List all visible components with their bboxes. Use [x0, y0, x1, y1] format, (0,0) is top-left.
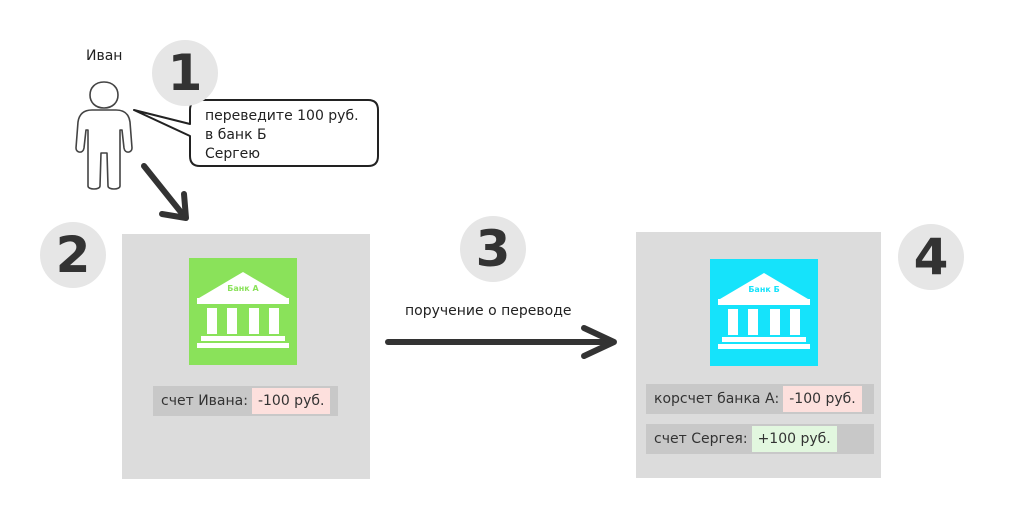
step-4-badge: 4 — [898, 224, 964, 290]
step-1-badge: 1 — [152, 40, 218, 106]
speech-bubble — [133, 99, 379, 167]
row-label: счет Сергея: — [654, 431, 748, 447]
step-2-badge: 2 — [40, 222, 106, 288]
row-label: счет Ивана: — [161, 393, 248, 409]
bubble-line-3: Сергею — [205, 146, 261, 162]
transfer-arrow — [385, 325, 617, 359]
bank-b-name: Банк Б — [748, 285, 779, 294]
bank-a-name: Банк А — [227, 284, 259, 293]
row-label: корсчет банка А: — [654, 391, 780, 407]
row-amount: +100 руб. — [751, 426, 837, 452]
row-amount: -100 руб. — [783, 386, 862, 412]
bank-b-row-corr-account: корсчет банка А: -100 руб. — [646, 384, 874, 414]
transfer-label: поручение о переводе — [405, 303, 572, 319]
bank-building-icon: Банк А — [197, 272, 289, 348]
bubble-line-1: переведите 100 руб. — [205, 108, 359, 124]
bank-b-tile: Банк Б — [710, 259, 818, 366]
person-to-bank-arrow — [141, 163, 189, 221]
person-name: Иван — [86, 48, 123, 64]
bank-building-icon: Банк Б — [718, 273, 810, 349]
step-3-badge: 3 — [460, 216, 526, 282]
bank-a-row-ivan: счет Ивана: -100 руб. — [153, 386, 338, 416]
bank-a-tile: Банк А — [189, 258, 297, 365]
bank-b-row-sergey: счет Сергея: +100 руб. — [646, 424, 874, 454]
row-amount: -100 руб. — [251, 388, 331, 414]
bubble-line-2: в банк Б — [205, 127, 267, 143]
person-icon — [75, 81, 133, 190]
